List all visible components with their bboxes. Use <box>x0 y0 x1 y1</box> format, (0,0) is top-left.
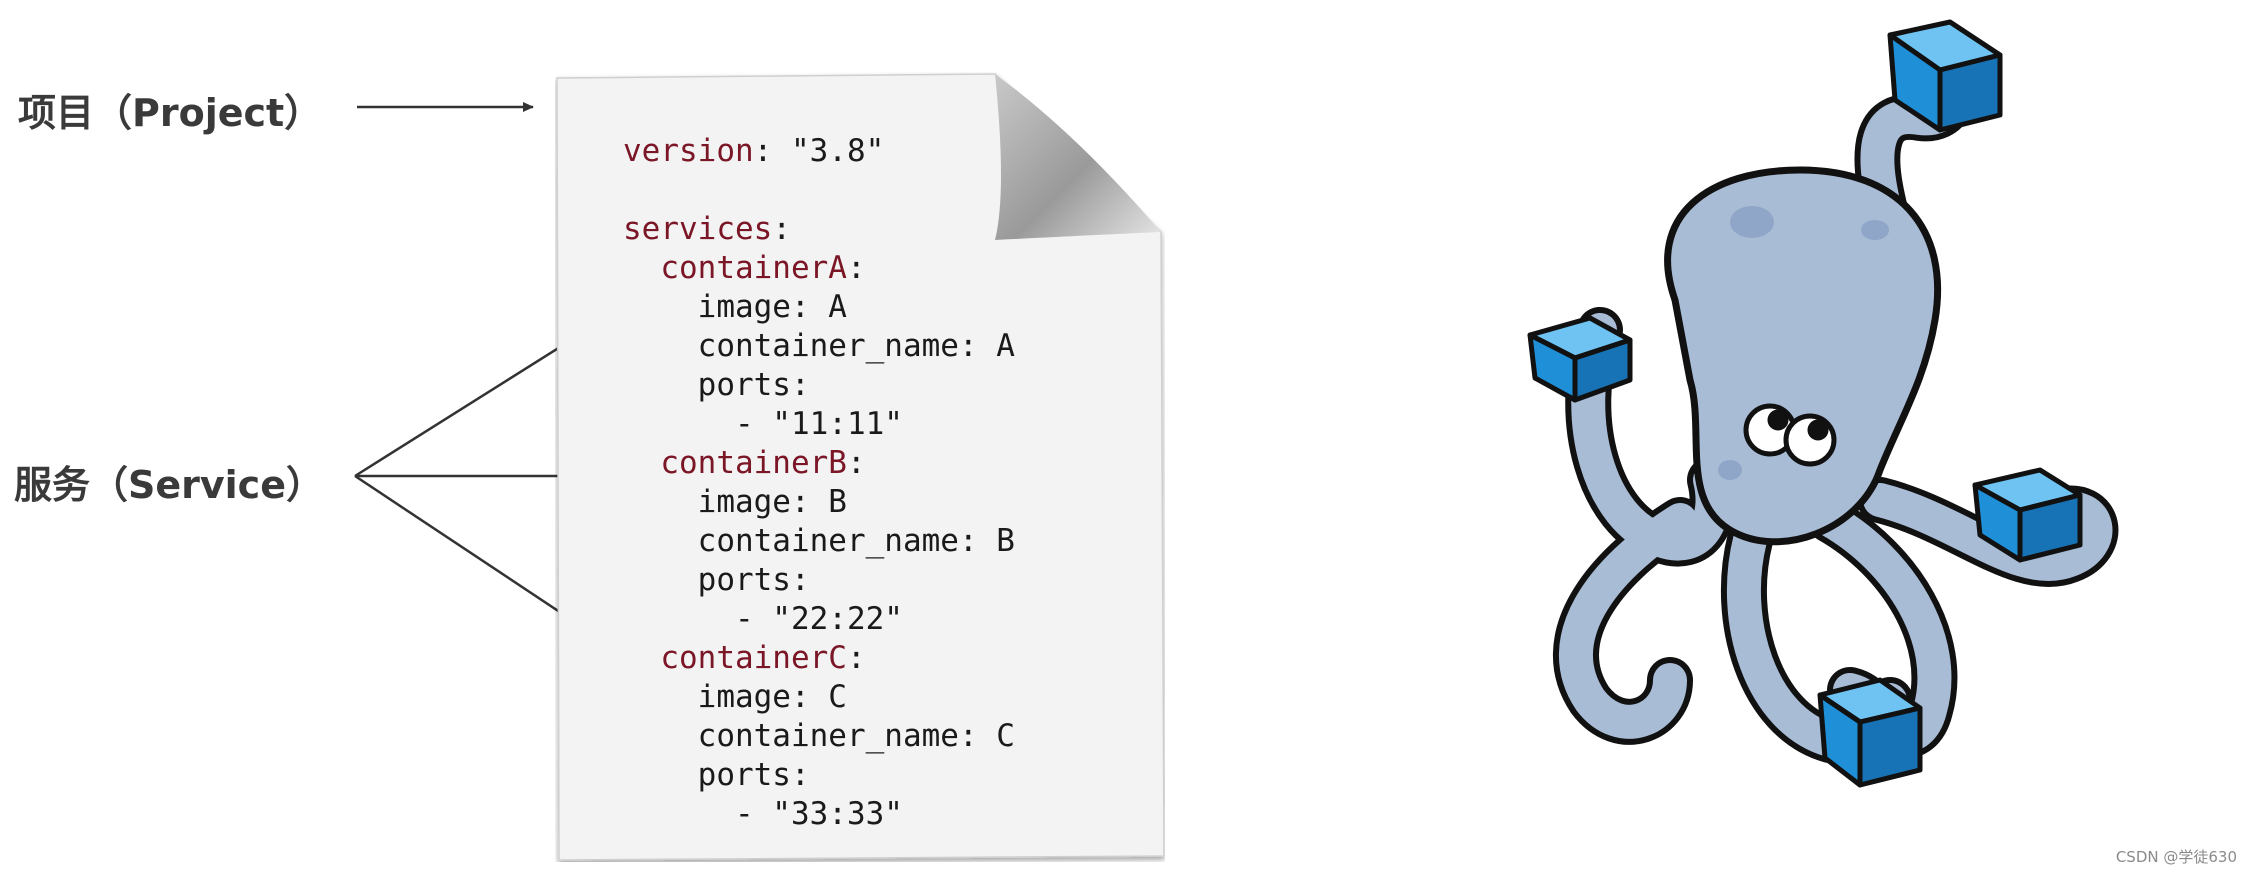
code-line: services: <box>623 210 1015 249</box>
code-line: containerC: <box>623 639 1015 678</box>
code-line: container_name: C <box>623 717 1015 756</box>
paper-shape <box>556 73 1165 861</box>
code-line: version: "3.8" <box>623 132 1015 171</box>
code-key: version <box>623 133 754 169</box>
docker-compose-octopus-logo <box>1527 19 2119 788</box>
box-right <box>1972 467 2083 563</box>
box-bottom <box>1817 677 1923 788</box>
code-text: - "33:33" <box>734 796 903 832</box>
code-key: containerC <box>660 640 847 676</box>
code-key: containerB <box>660 445 847 481</box>
code-text: : <box>846 445 866 481</box>
octopus-eyes <box>1743 403 1837 467</box>
code-key: services <box>623 211 773 247</box>
code-line: ports: <box>623 561 1015 600</box>
watermark: CSDN @学徒630 <box>2115 848 2237 866</box>
octopus-head <box>1664 166 1942 546</box>
code-text: : <box>846 250 866 286</box>
code-line: ports: <box>623 366 1015 405</box>
code-text: : <box>772 211 791 247</box>
code-text: image: A <box>697 289 847 325</box>
code-text: image: C <box>697 679 847 715</box>
box-left <box>1527 315 1633 403</box>
code-text: : "3.8" <box>753 133 885 169</box>
code-text: ports: <box>697 367 810 403</box>
box-top <box>1887 19 2003 133</box>
code-line: - "22:22" <box>623 600 1015 639</box>
code-line: containerA: <box>623 249 1015 288</box>
code-line: containerB: <box>623 444 1015 483</box>
code-text: ports: <box>697 757 810 793</box>
code-line: - "33:33" <box>623 795 1015 834</box>
code-line: - "11:11" <box>623 405 1015 444</box>
code-text: container_name: B <box>697 523 1015 559</box>
code-line: ports: <box>623 756 1015 795</box>
code-key: containerA <box>660 250 847 286</box>
compose-code: version: "3.8" services: containerA: imag… <box>623 132 1015 834</box>
code-text: ports: <box>697 562 810 598</box>
code-line: container_name: A <box>623 327 1015 366</box>
code-line: container_name: B <box>623 522 1015 561</box>
code-text: - "22:22" <box>734 601 903 637</box>
code-text: container_name: A <box>697 328 1015 364</box>
container-boxes <box>1527 19 2083 788</box>
code-line: image: A <box>623 288 1015 327</box>
code-line: image: B <box>623 483 1015 522</box>
code-text: - "11:11" <box>734 406 903 442</box>
compose-file-document <box>555 72 1165 862</box>
service-label: 服务（Service） <box>14 463 324 507</box>
code-line: image: C <box>623 678 1015 717</box>
code-text: container_name: C <box>697 718 1015 754</box>
code-line <box>623 171 1015 210</box>
project-label: 项目（Project） <box>18 91 323 135</box>
code-text: image: B <box>697 484 847 520</box>
code-text: : <box>846 640 866 676</box>
